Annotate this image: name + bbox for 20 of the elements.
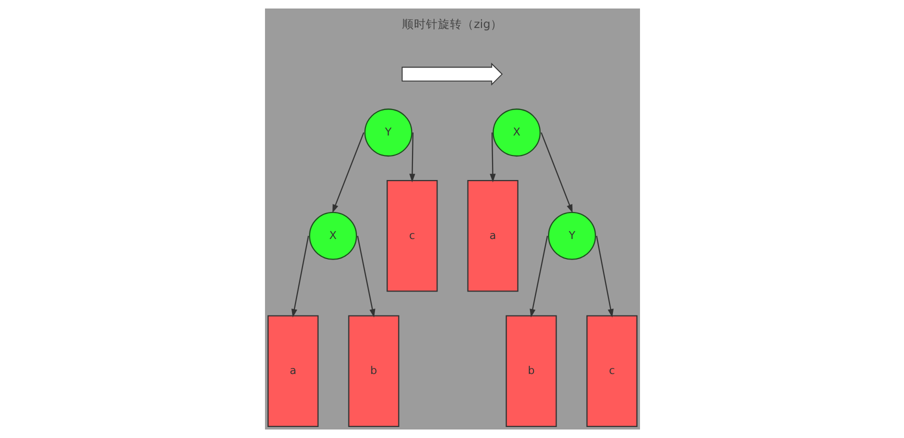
node-box: c xyxy=(586,315,637,428)
node-circle: X xyxy=(308,212,357,260)
node-box: b xyxy=(505,315,556,428)
arrow xyxy=(408,132,415,182)
node-circle: Y xyxy=(364,108,412,157)
node-box: b xyxy=(348,315,399,428)
arrow xyxy=(540,132,572,213)
node-circle: X xyxy=(492,108,540,157)
arrow xyxy=(529,236,548,318)
arrow xyxy=(290,236,308,318)
arrow xyxy=(489,132,496,182)
arrow xyxy=(356,236,375,318)
node-label: 顺时针旋转（zig） xyxy=(401,17,502,32)
node-arrow xyxy=(401,62,502,86)
node-box: a xyxy=(267,315,318,428)
node-box: a xyxy=(466,180,518,292)
arrow xyxy=(332,132,364,213)
node-box: c xyxy=(386,180,438,292)
node-circle: Y xyxy=(547,212,596,260)
arrow xyxy=(596,236,614,318)
